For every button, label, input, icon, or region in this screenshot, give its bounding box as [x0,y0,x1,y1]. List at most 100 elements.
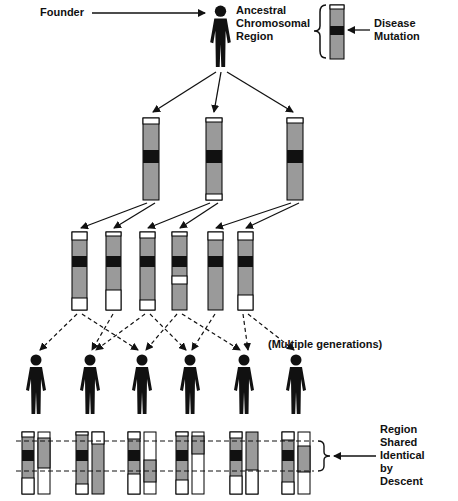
descent-arrow [214,72,221,112]
mutation-band [72,256,87,267]
chromosome-segment [92,432,104,444]
chromosome-segment [76,432,88,435]
chromosome [238,232,253,310]
descent-arrows [153,72,293,112]
label-text: Disease Mutation [374,17,434,43]
dashed-descent-arrow [82,314,138,350]
dashed-descent-arrow [243,314,248,350]
dashed-descent-arrow [192,314,215,350]
mutation-band [22,450,34,461]
chromosome-segment [143,118,159,124]
descent-arrow [227,72,293,112]
dashed-descent-arrow [150,314,186,350]
chromosome-segment [72,232,87,240]
chromosome-segment [176,480,188,494]
person-figure [26,355,46,415]
chromosome [140,232,155,310]
descent-arrows [40,314,294,350]
pointer-arrow [92,12,205,13]
person-figure [80,355,100,415]
chromosome [287,118,303,200]
chromosome [106,232,121,310]
descent-arrow [148,203,210,228]
chromosome [140,232,155,310]
chromosome-segment [22,478,34,494]
person-figure [234,355,254,415]
descent-arrow [81,203,147,228]
dashed-descent-arrow [96,314,145,350]
mutation-band [330,26,344,35]
chromosome [206,118,222,200]
chromosome-segment [246,470,258,494]
mutation-band [208,256,223,267]
mutation-band [230,450,242,461]
descent-arrow [153,72,216,112]
chromosome [72,232,87,310]
mutation-band [176,450,188,461]
chromosome-segment [238,295,253,310]
bracket [318,441,330,471]
dashed-descent-arrow [40,314,77,350]
pointer-arrow [334,455,376,456]
label-text: Region Shared Identical by Descent [380,423,436,488]
chromosome-segment [206,194,222,200]
chromosome [238,232,253,310]
chromosome-segment [22,432,34,437]
person-figure [286,355,306,415]
mutation-band [206,150,222,163]
chromosome-segment [208,232,223,240]
chromosome [143,118,159,200]
label-text: (Multiple generations) [268,338,382,351]
chromosome-segment [282,432,294,440]
region-boundary [16,441,314,442]
descent-arrows [81,203,299,228]
region-boundary [16,471,314,472]
chromosome [172,232,187,310]
person-figure [180,355,200,415]
descent-arrow [114,203,155,228]
mutation-band [143,150,159,163]
chromosome-segment [298,446,310,472]
chromosome-segment [140,300,155,310]
chromosome-segment [106,290,121,310]
ancestral-chromosome [330,5,344,59]
chromosome-segment [76,484,88,494]
chromosome [330,5,344,59]
person-figure [132,355,152,415]
label-text: Ancestral Chromosomal Region [236,4,316,43]
dashed-descent-arrow [182,314,240,350]
chromosome-segment [282,482,294,494]
chromosome-segment [72,298,87,310]
chromosome-segment [230,476,242,494]
chromosome-segment [330,5,344,9]
mutation-band [140,256,155,267]
chromosome [72,232,87,310]
mutation-band [238,256,253,267]
dashed-descent-arrow [146,314,177,350]
chromosome-segment [172,232,187,236]
mutation-band [287,150,303,163]
chromosome [287,118,303,200]
mutation-band [106,256,121,267]
chromosome-segment [140,232,155,238]
chromosome [208,232,223,310]
descent-arrow [180,203,218,228]
descent-arrow [246,203,299,228]
chromosome-segment [238,232,253,240]
mutation-band [282,450,294,461]
chromosome-segment [287,118,303,123]
chromosome-segment [230,432,242,438]
chromosome-segment [206,118,222,122]
mutation-band [128,450,140,461]
chromosome [208,232,223,310]
chromosome-segment [128,432,140,439]
chromosome-segment [106,232,121,236]
chromosome-segment [128,474,140,494]
label-text: Founder [40,6,84,19]
mutation-band [76,450,88,461]
mutation-band [172,256,187,267]
founder-figure [210,6,231,67]
pointer-arrow [348,29,370,30]
bracket [314,5,326,58]
